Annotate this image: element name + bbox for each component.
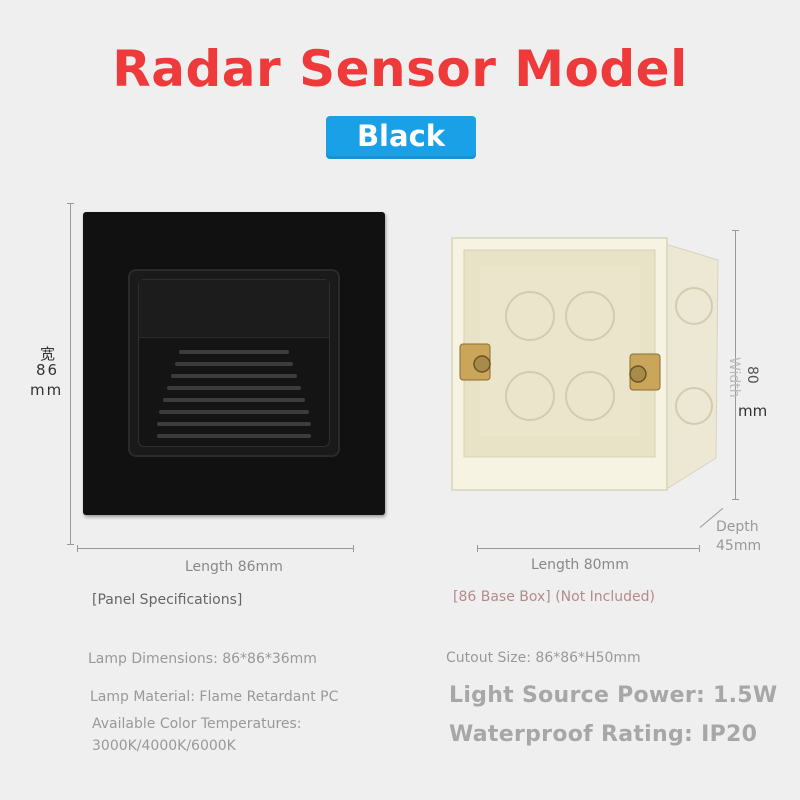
color-badge: Black (326, 116, 476, 159)
box-width-unit: mm (738, 402, 768, 420)
light-source-power: Light Source Power: 1.5W (449, 683, 778, 708)
base-box-image (451, 237, 719, 491)
lamp-dimensions: Lamp Dimensions: 86*86*36mm (88, 651, 317, 667)
box-side-face (664, 243, 719, 491)
panel-height-dimension-line (70, 203, 71, 545)
box-depth-value: 45mm (716, 538, 762, 554)
vent-slat (179, 350, 289, 354)
page-title: Radar Sensor Model (112, 40, 688, 98)
panel-length-label: Length 86mm (185, 559, 283, 575)
vent-slat (167, 386, 301, 390)
vent-slat (159, 410, 309, 414)
color-temps-values: 3000K/4000K/6000K (92, 738, 236, 754)
box-width-label: Width (726, 357, 742, 398)
panel-sensor-window (138, 279, 330, 447)
panel-height-tick-bottom (67, 544, 74, 545)
waterproof-rating: Waterproof Rating: IP20 (449, 722, 758, 747)
knockout (505, 371, 555, 421)
vent-slat (175, 362, 293, 366)
box-height-tick-bottom (732, 499, 739, 500)
lamp-material: Lamp Material: Flame Retardant PC (90, 689, 339, 705)
box-length-tick-left (477, 545, 478, 552)
box-length-dimension-line (477, 548, 700, 549)
box-length-label: Length 80mm (531, 557, 629, 573)
vent-slat (163, 398, 305, 402)
box-height-tick-top (732, 230, 739, 231)
knockout (675, 387, 713, 425)
box-width-value: 80 (744, 366, 760, 384)
knockout (675, 287, 713, 325)
panel-lip (139, 280, 329, 338)
black-panel-image (83, 212, 385, 515)
box-length-tick-right (699, 545, 700, 552)
panel-height-tick-top (67, 203, 74, 204)
panel-length-tick-left (77, 545, 78, 552)
panel-length-dimension-line (77, 548, 354, 549)
cutout-size: Cutout Size: 86*86*H50mm (446, 650, 641, 666)
box-height-dimension-line (735, 230, 736, 500)
vent-slat (171, 374, 297, 378)
screw-right (629, 365, 647, 383)
panel-spec-header: [Panel Specifications] (92, 592, 243, 608)
box-inner-back (480, 266, 640, 436)
knockout (565, 371, 615, 421)
knockout (505, 291, 555, 341)
vent-slat (157, 422, 311, 426)
box-spec-header: [86 Base Box] (Not Included) (453, 589, 655, 605)
panel-recess (128, 269, 340, 457)
panel-width-unit: mm (30, 381, 64, 399)
panel-width-char: 宽 (40, 345, 56, 363)
box-depth-label: Depth (716, 519, 759, 535)
color-temps-label: Available Color Temperatures: (92, 716, 302, 732)
panel-length-tick-right (353, 545, 354, 552)
screw-left (473, 355, 491, 373)
vent-slat (157, 434, 311, 438)
knockout (565, 291, 615, 341)
panel-width-value: 86 (36, 361, 60, 379)
